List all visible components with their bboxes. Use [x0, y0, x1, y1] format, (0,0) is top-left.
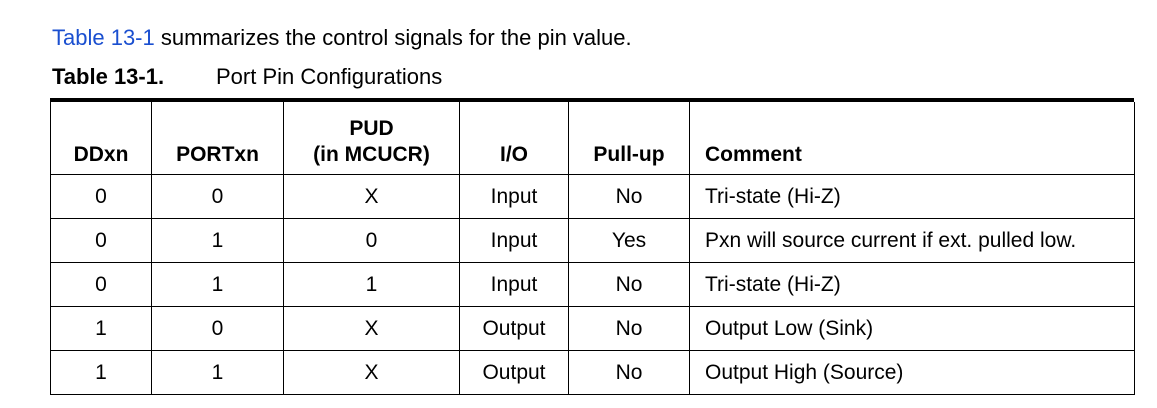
cell-comment: Tri-state (Hi-Z) — [689, 174, 1135, 219]
cell-comment: Tri-state (Hi-Z) — [689, 262, 1135, 307]
cell-io: Input — [459, 174, 569, 219]
cell-ddxn: 0 — [50, 218, 152, 263]
cell-io: Output — [459, 350, 569, 395]
cell-pullup: No — [568, 306, 690, 351]
table-caption-title: Port Pin Configurations — [216, 64, 443, 89]
cell-pud: 1 — [283, 262, 460, 307]
port-pin-configurations-table: DDxn PORTxn PUD (in MCUCR) I/O Pull-up C… — [50, 102, 1135, 395]
header-pullup: Pull-up — [568, 102, 690, 175]
header-portxn: PORTxn — [151, 102, 284, 175]
cell-io: Output — [459, 306, 569, 351]
cell-pullup: No — [568, 174, 690, 219]
cell-pullup: No — [568, 262, 690, 307]
cell-pud: 0 — [283, 218, 460, 263]
header-io: I/O — [459, 102, 569, 175]
header-pud-line1: PUD — [349, 117, 394, 140]
cell-comment: Output Low (Sink) — [689, 306, 1135, 351]
header-pud-line2: (in MCUCR) — [313, 143, 430, 166]
cell-pullup: Yes — [568, 218, 690, 263]
table-row: 1 0 X Output No Output Low (Sink) — [50, 306, 1135, 351]
cell-ddxn: 0 — [50, 262, 152, 307]
cell-portxn: 0 — [151, 174, 284, 219]
cell-ddxn: 0 — [50, 174, 152, 219]
cell-io: Input — [459, 262, 569, 307]
header-ddxn: DDxn — [50, 102, 152, 175]
table-row: 0 1 1 Input No Tri-state (Hi-Z) — [50, 262, 1135, 307]
cell-ddxn: 1 — [50, 350, 152, 395]
cell-portxn: 0 — [151, 306, 284, 351]
header-pud: PUD (in MCUCR) — [283, 102, 460, 175]
table-caption-number: Table 13-1. — [52, 64, 165, 89]
intro-text: summarizes the control signals for the p… — [154, 25, 632, 50]
cell-portxn: 1 — [151, 218, 284, 263]
header-comment: Comment — [689, 102, 1135, 175]
cell-portxn: 1 — [151, 350, 284, 395]
cell-comment: Output High (Source) — [689, 350, 1135, 395]
cell-io: Input — [459, 218, 569, 263]
table-row: 0 1 0 Input Yes Pxn will source current … — [50, 218, 1135, 263]
table-row: 1 1 X Output No Output High (Source) — [50, 350, 1135, 395]
table-header-row: DDxn PORTxn PUD (in MCUCR) I/O Pull-up C… — [50, 102, 1135, 175]
table-caption: Table 13-1. Port Pin Configurations — [52, 63, 442, 91]
table-row: 0 0 X Input No Tri-state (Hi-Z) — [50, 174, 1135, 219]
table-reference-link[interactable]: Table 13-1 — [52, 25, 155, 50]
cell-pud: X — [283, 350, 460, 395]
cell-ddxn: 1 — [50, 306, 152, 351]
intro-paragraph: Table 13-1 summarizes the control signal… — [52, 24, 632, 52]
cell-comment: Pxn will source current if ext. pulled l… — [689, 218, 1135, 263]
cell-pullup: No — [568, 350, 690, 395]
cell-portxn: 1 — [151, 262, 284, 307]
cell-pud: X — [283, 306, 460, 351]
port-pin-table-wrapper: DDxn PORTxn PUD (in MCUCR) I/O Pull-up C… — [50, 98, 1135, 395]
cell-pud: X — [283, 174, 460, 219]
